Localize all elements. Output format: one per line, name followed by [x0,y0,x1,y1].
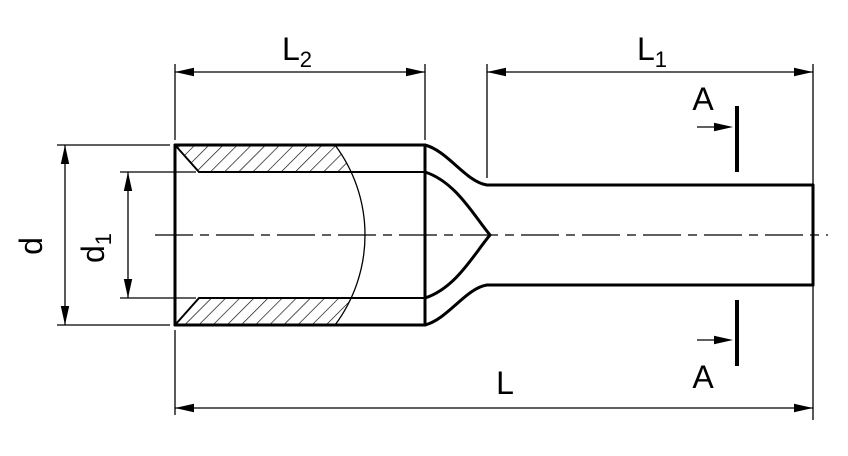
section-label-top: A [692,81,714,117]
dimension-label-d: d [13,237,49,255]
section-hatching [175,145,351,325]
label-base: L [282,31,300,67]
entry-chamfer-top [174,144,200,173]
hatch-top-wall [175,145,351,172]
arrowhead-left-icon [175,403,194,413]
dimension-label-L2: L2 [282,31,312,72]
label-base: d [13,237,49,255]
label-base: L [637,31,655,67]
arrowhead-left-icon [175,67,194,77]
label-base: d [75,245,111,263]
section-arrowhead-bottom-icon [714,335,733,345]
label-sub: 1 [91,233,116,245]
label-sub: 2 [300,47,312,72]
dimension-L: L [175,365,813,413]
funnel-outer-bottom-curve [423,283,489,327]
arrowhead-down-icon [123,279,133,298]
section-cut-marks: A A [692,81,739,395]
arrowhead-up-icon [123,172,133,191]
arrowhead-right-icon [794,67,813,77]
dimension-label-L: L [496,365,514,401]
dimension-d1: d1 [75,172,133,298]
label-base: L [496,365,514,401]
extension-lines [57,64,814,420]
dimension-d: d [13,145,70,325]
dimension-L2: L2 [175,31,425,77]
arrowhead-down-icon [60,306,70,325]
arrowhead-right-icon [794,403,813,413]
section-label-bottom: A [692,359,714,395]
arrowhead-left-icon [487,67,506,77]
funnel-outer-top-curve [423,143,489,187]
dimension-L1: L1 [487,31,813,77]
dimension-label-L1: L1 [637,31,667,72]
arrowhead-up-icon [60,145,70,164]
arrowhead-right-icon [406,67,425,77]
dimension-label-d1: d1 [75,233,116,263]
hatch-bottom-wall [175,298,351,325]
section-arrowhead-top-icon [714,122,733,132]
entry-chamfer-bottom [174,297,200,326]
label-sub: 1 [655,47,667,72]
